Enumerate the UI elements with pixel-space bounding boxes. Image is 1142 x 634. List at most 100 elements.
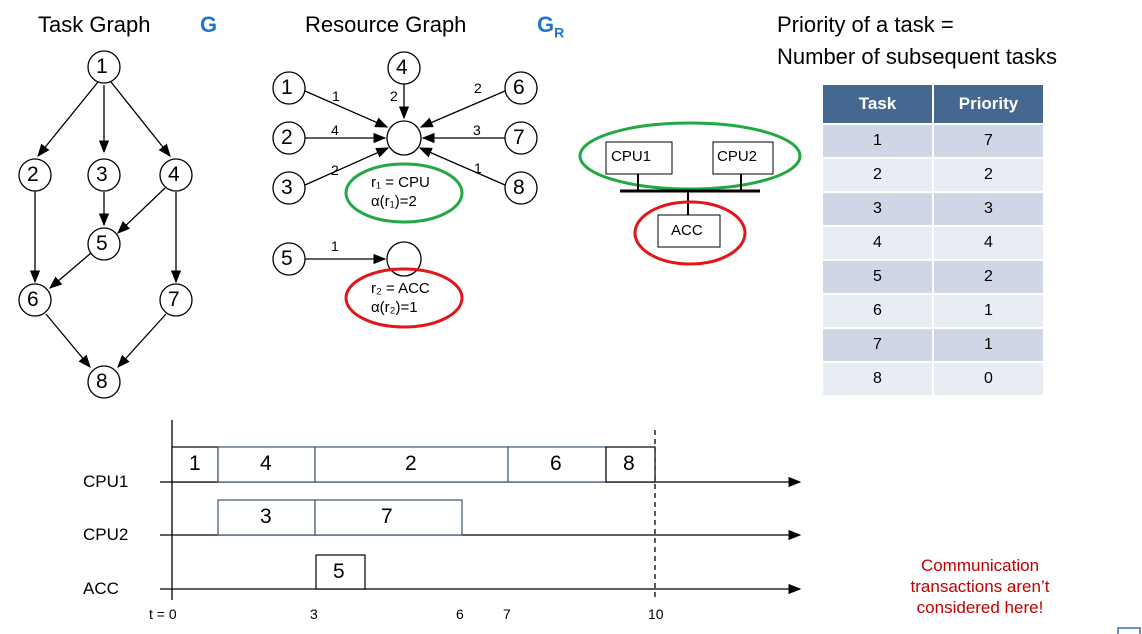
row-label-cpu2: CPU2 — [83, 525, 129, 544]
block-acc-5 — [315, 554, 366, 590]
rg-node-8 — [504, 171, 538, 205]
cell-task: 7 — [823, 328, 934, 363]
edge-7-8 — [117, 313, 167, 368]
cpu1-box — [605, 141, 673, 175]
tg-node-2 — [18, 158, 52, 192]
task-graph-nodes — [18, 50, 193, 399]
acc-box-label: ACC — [671, 222, 703, 239]
r1-label-line2: α(r₁)=2 — [371, 193, 417, 210]
block-cpu1-8 — [605, 446, 656, 483]
block-label-8: 8 — [623, 452, 635, 475]
edge-4-5 — [117, 187, 166, 234]
tg-node-7 — [159, 283, 193, 317]
cell-priority: 2 — [933, 158, 1045, 193]
tick-0: t = 0 — [149, 606, 177, 622]
block-label-3: 3 — [260, 505, 272, 528]
block-label-2: 2 — [405, 452, 417, 475]
rg-node-2 — [272, 121, 306, 155]
cell-priority: 1 — [933, 294, 1045, 329]
resource-graph-edges — [304, 84, 506, 265]
rg-label-6: 6 — [513, 76, 525, 99]
tg-label-8: 8 — [96, 370, 108, 393]
rg-weight-3: 2 — [331, 162, 339, 178]
edge-5-6 — [49, 252, 92, 289]
tg-node-1 — [87, 50, 121, 84]
acc-box — [657, 214, 721, 248]
tg-node-8 — [87, 365, 121, 399]
row-label-acc: ACC — [83, 579, 119, 598]
acc-ellipse — [633, 200, 747, 266]
resource-node-r1 — [386, 120, 422, 156]
priority-heading-line2: Number of subsequent tasks — [777, 44, 1058, 69]
resource-graph-title: Resource Graph — [305, 12, 467, 37]
tick-10: 10 — [648, 606, 664, 622]
rg-weight-7: 3 — [473, 122, 481, 138]
rg-node-1 — [272, 71, 306, 105]
rg-edge-8 — [418, 147, 506, 186]
block-cpu1-6 — [507, 446, 607, 483]
tg-label-2: 2 — [27, 163, 39, 186]
rg-node-3 — [272, 171, 306, 205]
cell-task: 4 — [823, 226, 934, 261]
tg-label-3: 3 — [96, 163, 108, 186]
cell-priority: 3 — [933, 192, 1045, 227]
tick-7: 7 — [503, 606, 511, 622]
rg-edge-1 — [304, 90, 389, 128]
tg-label-6: 6 — [27, 288, 39, 311]
r2-acc-ellipse — [344, 267, 464, 329]
cpu2-box-label: CPU2 — [717, 148, 758, 165]
block-label-1: 1 — [189, 452, 201, 475]
rg-edge-3 — [304, 147, 390, 186]
edge-6-8 — [45, 313, 91, 369]
priority-heading-line1: Priority of a task = — [777, 12, 954, 37]
rg-label-1: 1 — [281, 76, 293, 99]
communication-note: Communication transactions aren’t consid… — [910, 556, 1050, 617]
tg-label-1: 1 — [96, 55, 108, 78]
cell-task: 8 — [823, 362, 934, 397]
col-task-header: Task — [823, 85, 934, 125]
rg-weight-2: 4 — [331, 122, 339, 138]
task-graph-symbol: G — [200, 12, 218, 37]
tick-3: 3 — [310, 606, 318, 622]
block-cpu2-3 — [217, 499, 316, 536]
block-cpu1-1 — [171, 446, 219, 483]
block-label-7: 7 — [381, 505, 393, 528]
corner-box — [1117, 627, 1141, 634]
rg-weight-5: 1 — [331, 238, 339, 254]
rg-label-2: 2 — [281, 126, 293, 149]
rg-weight-8: 1 — [474, 160, 482, 176]
cell-priority: 1 — [933, 328, 1045, 363]
tick-6: 6 — [456, 606, 464, 622]
cell-priority: 2 — [933, 260, 1045, 295]
rg-node-6 — [504, 71, 538, 105]
rg-label-8: 8 — [513, 176, 525, 199]
rg-edge-6 — [419, 90, 506, 128]
cell-task: 2 — [823, 158, 934, 193]
tg-node-4 — [159, 158, 193, 192]
block-label-4: 4 — [260, 452, 272, 475]
rg-label-5: 5 — [281, 247, 293, 270]
resource-graph-nodes — [272, 51, 538, 277]
rg-label-3: 3 — [281, 176, 293, 199]
cell-task: 6 — [823, 294, 934, 329]
rg-weight-6: 2 — [474, 80, 482, 96]
schedule-blocks — [171, 446, 656, 590]
row-label-cpu1: CPU1 — [83, 472, 129, 491]
resource-node-r2 — [386, 241, 422, 277]
block-cpu2-7 — [314, 499, 463, 536]
rg-label-7: 7 — [513, 126, 525, 149]
tg-label-4: 4 — [168, 163, 180, 186]
rg-node-7 — [504, 121, 538, 155]
cell-task: 1 — [823, 124, 934, 159]
block-label-5: 5 — [333, 560, 345, 583]
